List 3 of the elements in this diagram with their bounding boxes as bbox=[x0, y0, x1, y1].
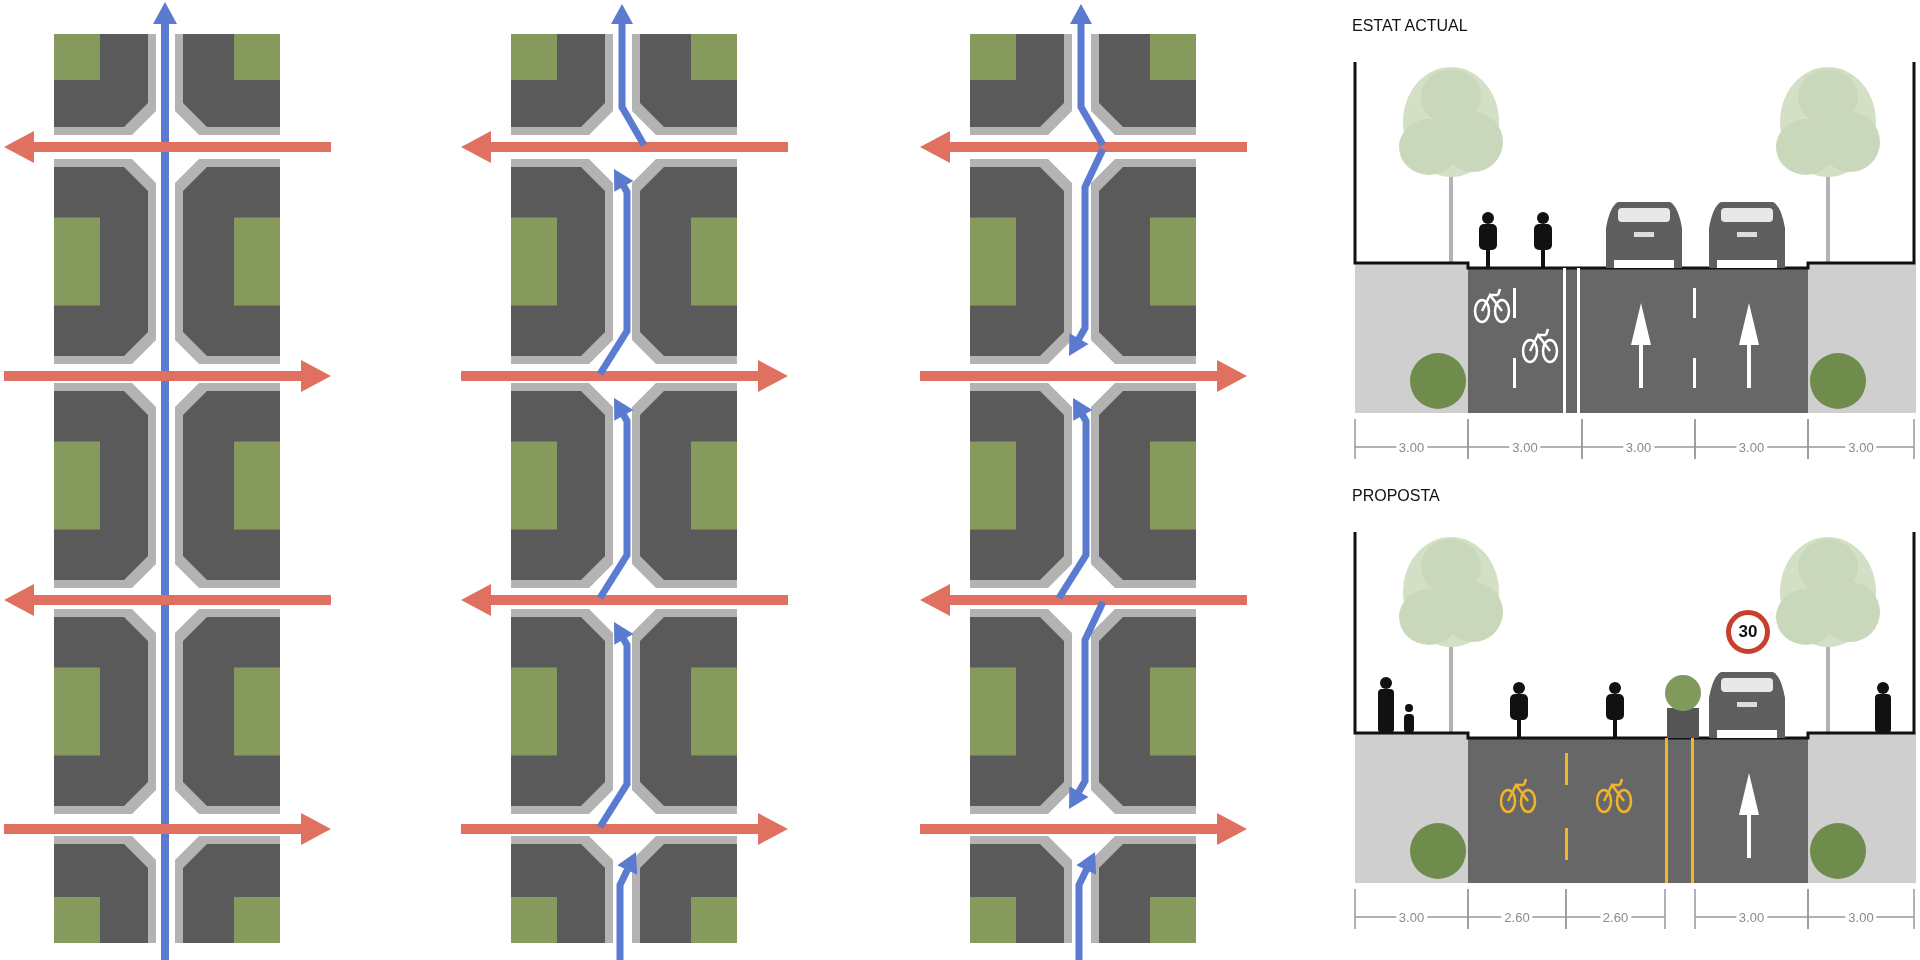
speed-limit-sign: 30 bbox=[1726, 610, 1770, 654]
section-title: PROPOSTA bbox=[1352, 487, 1440, 505]
section-title: ESTAT ACTUAL bbox=[1352, 17, 1468, 35]
